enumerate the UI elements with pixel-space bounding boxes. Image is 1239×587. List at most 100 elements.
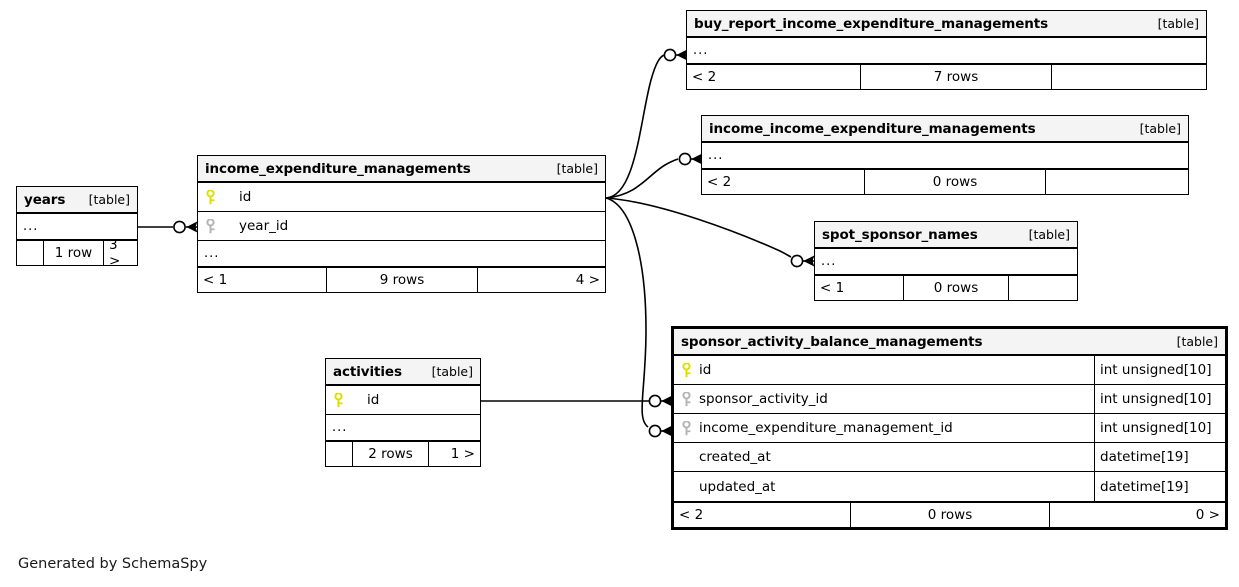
column-type: int unsigned[10] [1094, 385, 1225, 413]
table-years[interactable]: years [table] ... 1 row 3 > [16, 186, 138, 266]
column-cell: sponsor_activity_id [674, 391, 1094, 407]
table-header: income_income_expenditure_managements [t… [702, 116, 1188, 143]
column-label: sponsor_activity_id [699, 391, 828, 407]
table-header: sponsor_activity_balance_managements [ta… [674, 329, 1225, 356]
column-cell: income_expenditure_management_id [674, 420, 1094, 436]
column-cell: created_at [674, 449, 1094, 465]
footer-row-count: 0 rows [864, 170, 1045, 194]
table-type-tag: [table] [431, 364, 473, 379]
table-title: spot_sponsor_names [822, 226, 978, 243]
footer-parent-count[interactable]: < 2 [707, 174, 732, 190]
edge-iem-to-sabm [605, 197, 649, 428]
column-label: updated_at [699, 478, 776, 495]
table-footer: < 1 9 rows 4 > [198, 266, 605, 292]
table-row[interactable]: updated_at datetime[19] [674, 472, 1225, 501]
footer-parent-count[interactable] [326, 442, 352, 466]
table-row[interactable]: income_expenditure_management_id int uns… [674, 414, 1225, 443]
footer-parent-count[interactable] [17, 241, 43, 265]
table-title: income_expenditure_managements [205, 160, 471, 177]
column-label: year_id [239, 218, 289, 234]
footer-row-count: 9 rows [326, 268, 477, 292]
edge-iem-to-buyreport [605, 54, 665, 199]
column-label: ... [23, 219, 39, 234]
table-row[interactable]: year_id [198, 212, 605, 241]
table-columns: id int unsigned[10] sponsor_activity_id [674, 356, 1225, 501]
footer-parent-count[interactable]: < 2 [679, 507, 704, 523]
footer-child-count[interactable]: 3 > [103, 241, 137, 265]
footer-parent-count[interactable]: < 2 [692, 69, 717, 85]
table-row[interactable]: sponsor_activity_id int unsigned[10] [674, 385, 1225, 414]
footer-row-count: 0 rows [903, 276, 1008, 300]
column-type: int unsigned[10] [1094, 356, 1225, 384]
table-spot-sponsor-names[interactable]: spot_sponsor_names [table] ... < 1 0 row… [814, 221, 1078, 301]
table-header: activities [table] [326, 359, 480, 386]
column-label: ... [821, 254, 837, 269]
column-cell: id [674, 362, 1094, 378]
table-header: buy_report_income_expenditure_management… [687, 11, 1206, 38]
column-cell: year_id [198, 218, 605, 234]
footer-child-count[interactable]: 4 > [477, 268, 605, 292]
table-title: buy_report_income_expenditure_management… [694, 15, 1049, 32]
footer-child-count[interactable]: 1 > [428, 442, 480, 466]
table-title: years [24, 191, 66, 208]
table-income-income-expenditure-managements[interactable]: income_income_expenditure_managements [t… [701, 115, 1189, 195]
footer-child-count[interactable] [1008, 276, 1077, 300]
column-type: datetime[19] [1094, 472, 1225, 501]
edge-iem-to-incomeincome [605, 158, 679, 199]
table-sponsor-activity-balance-managements[interactable]: sponsor_activity_balance_managements [ta… [671, 326, 1228, 530]
table-footer: < 2 0 rows 0 > [674, 501, 1225, 527]
table-footer: < 1 0 rows [815, 274, 1077, 300]
footer-parent-count[interactable]: < 1 [820, 280, 845, 296]
table-type-tag: [table] [1139, 121, 1181, 136]
footer-row-count: 2 rows [352, 442, 428, 466]
column-label: id [239, 189, 252, 205]
table-row[interactable]: id [198, 183, 605, 212]
table-type-tag: [table] [1176, 334, 1218, 349]
column-ellipsis: ... [17, 214, 137, 239]
table-type-tag: [table] [556, 161, 598, 176]
table-row[interactable]: id [326, 386, 480, 415]
table-title: sponsor_activity_balance_managements [681, 333, 983, 350]
table-row[interactable]: created_at datetime[19] [674, 443, 1225, 472]
footer-row-count: 0 rows [850, 503, 1049, 527]
foreign-key-icon [681, 420, 692, 436]
column-type: datetime[19] [1094, 443, 1225, 471]
column-label: ... [708, 148, 724, 163]
table-row[interactable]: id int unsigned[10] [674, 356, 1225, 385]
no-key-icon [681, 479, 692, 494]
column-label: ... [693, 43, 709, 58]
no-key-icon [681, 450, 692, 465]
table-income-expenditure-managements[interactable]: income_expenditure_managements [table] i… [197, 155, 606, 293]
primary-key-icon [333, 392, 344, 408]
table-columns: id ... [326, 386, 480, 440]
table-columns: id year_id ... [198, 183, 605, 266]
table-buy-report-income-expenditure-managements[interactable]: buy_report_income_expenditure_management… [686, 10, 1207, 90]
column-type: int unsigned[10] [1094, 414, 1225, 442]
foreign-key-icon [681, 391, 692, 407]
footer-row-count: 7 rows [860, 65, 1051, 89]
edge-iem-to-spotsponsor [605, 197, 792, 258]
table-header: spot_sponsor_names [table] [815, 222, 1077, 249]
table-header: years [table] [17, 187, 137, 214]
column-label: id [699, 362, 712, 378]
column-label: id [367, 392, 380, 408]
column-ellipsis: ... [815, 249, 1077, 274]
footer-child-count[interactable]: 0 > [1049, 503, 1225, 527]
column-cell: id [326, 392, 480, 408]
foreign-key-icon [205, 218, 216, 234]
table-columns: ... [687, 38, 1206, 63]
table-title: income_income_expenditure_managements [709, 120, 1036, 137]
primary-key-icon [205, 189, 216, 205]
table-activities[interactable]: activities [table] id ... [325, 358, 481, 467]
table-title: activities [333, 363, 402, 380]
table-footer: 1 row 3 > [17, 239, 137, 265]
table-footer: < 2 0 rows [702, 168, 1188, 194]
footer-parent-count[interactable]: < 1 [203, 272, 228, 288]
footer-child-count[interactable] [1045, 170, 1188, 194]
table-columns: ... [702, 143, 1188, 168]
footer-row-count: 1 row [43, 241, 103, 265]
column-label: ... [204, 246, 220, 261]
column-cell: id [198, 189, 605, 205]
footer-child-count[interactable] [1051, 65, 1206, 89]
